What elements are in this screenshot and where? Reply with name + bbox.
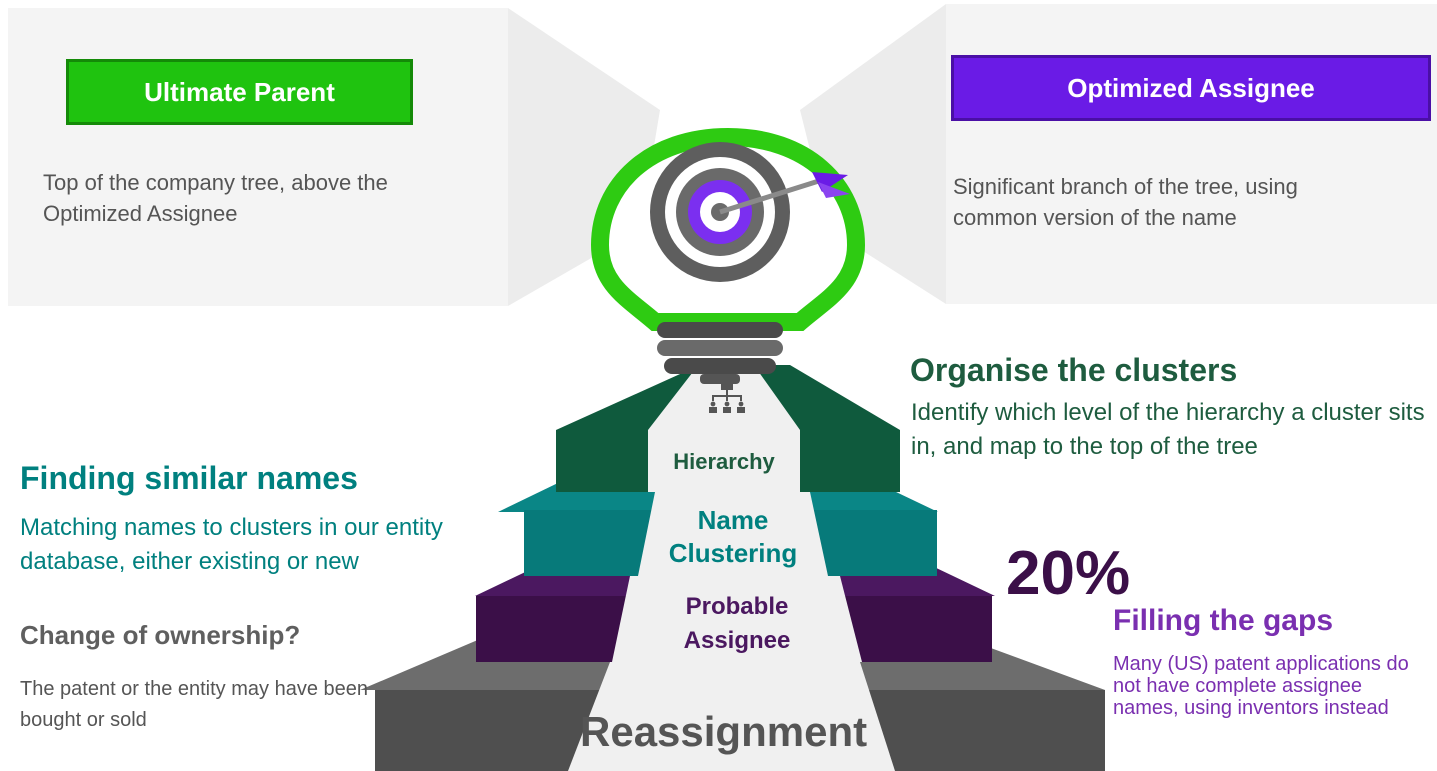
- gaps-text: Many (US) patent applications do not hav…: [1113, 653, 1409, 719]
- organise-text: Identify which level of the hierarchy a …: [911, 399, 1425, 461]
- finding-title: Finding similar names: [20, 460, 358, 496]
- hierarchy-center-face: [648, 368, 800, 492]
- right-panel: [946, 4, 1437, 304]
- reassignment-center-face: [568, 662, 895, 771]
- lightbulb-target-icon: [590, 127, 866, 384]
- ultimate-parent-tag: Ultimate Parent: [66, 59, 413, 125]
- left-panel: [8, 8, 508, 306]
- step-probable-assignee-label: Probable Assignee: [612, 590, 862, 657]
- step-hierarchy-label: Hierarchy: [673, 449, 775, 474]
- probable-center-face: [612, 576, 862, 662]
- org-chart-icon: [709, 382, 745, 413]
- probable-line-2: Assignee: [683, 626, 791, 654]
- optimized-assignee-tag: Optimized Assignee: [951, 55, 1431, 121]
- gaps-percent: 20%: [1006, 539, 1131, 608]
- finding-text: Matching names to clusters in our entity…: [20, 514, 443, 576]
- name-clustering-line-1: Name: [697, 505, 769, 535]
- optimized-assignee-description: Significant branch of the tree, using co…: [953, 174, 1298, 230]
- probable-line-1: Probable: [685, 593, 789, 620]
- ultimate-parent-description: Top of the company tree, above the Optim…: [43, 170, 388, 226]
- organise-title: Organise the clusters: [910, 352, 1238, 388]
- change-text: The patent or the entity may have been b…: [20, 678, 368, 731]
- step-reassignment-label: Reassignment: [580, 708, 868, 755]
- gaps-title: Filling the gaps: [1113, 604, 1334, 637]
- name-clustering-line-2: Clustering: [668, 537, 798, 568]
- step-name-clustering-label: Name Clustering: [638, 504, 828, 569]
- name-clustering-center-face: [638, 492, 828, 576]
- change-title: Change of ownership?: [20, 620, 301, 650]
